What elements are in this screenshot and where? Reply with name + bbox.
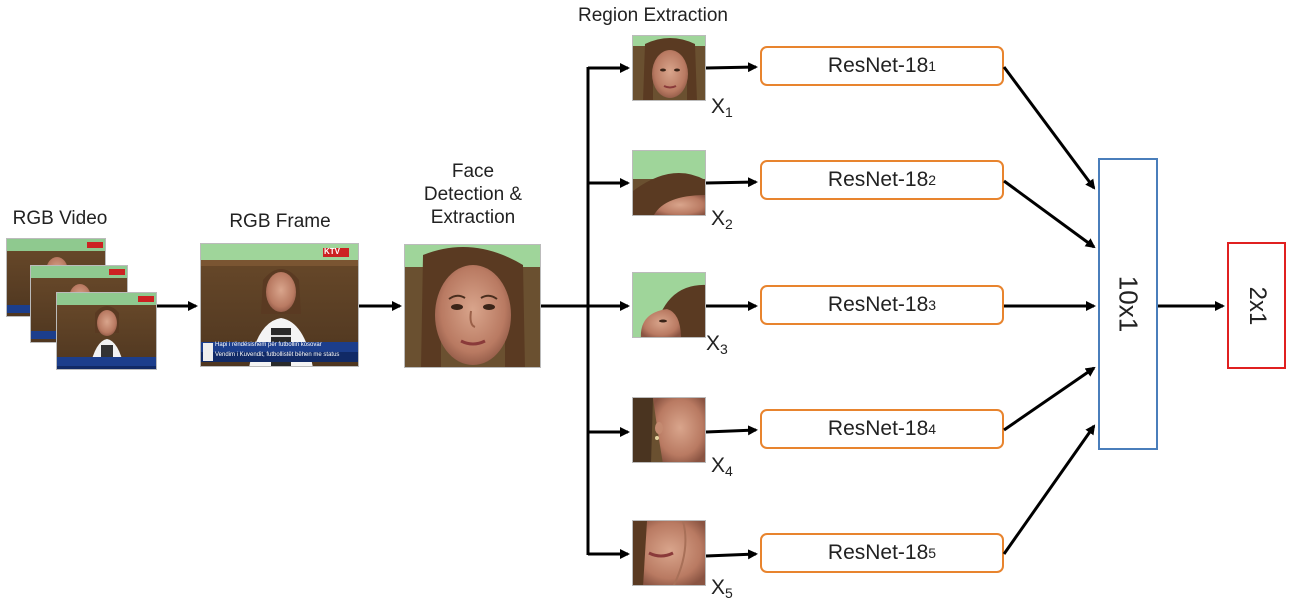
- face-detection-line-1: Face: [451, 161, 495, 182]
- channel-logo: KTV: [324, 247, 340, 256]
- rgb-frame-label: RGB Frame: [229, 211, 331, 232]
- arrow-crop-1-to-resnet-1: [705, 62, 758, 73]
- region-label-5: X5: [711, 576, 733, 601]
- arrow-resnet-2-to-fusion: [1003, 179, 1096, 249]
- region-crop-5: [632, 520, 706, 586]
- region-crop-1: [632, 35, 706, 101]
- rgb-frame-image: KTV Hapi i rëndësishëm për futbollin kos…: [200, 243, 359, 367]
- video-frame-front: [56, 292, 157, 370]
- region-extraction-label: Region Extraction: [578, 5, 728, 26]
- face-detection-label: Face Detection & Extraction: [400, 160, 546, 229]
- face-crop-image: [404, 244, 541, 368]
- region-crop-4: [632, 397, 706, 463]
- output-layer-box: 2x1: [1227, 242, 1286, 369]
- arrow-resnet-4-to-fusion: [1003, 366, 1096, 432]
- region-crop-3: [632, 272, 706, 338]
- caption-line-1: Hapi i rëndësishëm për futbollin kosovar: [215, 342, 322, 348]
- region-label-1: X1: [711, 95, 733, 120]
- region-label-3: X3: [706, 332, 728, 357]
- arrow-crop-2-to-resnet-2: [705, 177, 758, 188]
- region-label-2: X2: [711, 207, 733, 232]
- region-label-4: X4: [711, 454, 733, 479]
- arrow-resnet-1-to-fusion: [1002, 66, 1096, 190]
- arrow-resnet-5-to-fusion: [1002, 424, 1096, 555]
- rgb-video-label: RGB Video: [12, 208, 108, 229]
- arrow-crop-4-to-resnet-4: [705, 425, 758, 436]
- caption-line-2: Vendim i Kuvendit, futbollistët bëhen me…: [215, 352, 340, 358]
- arrow-crop-5-to-resnet-5: [705, 549, 758, 560]
- fusion-layer-box: 10x1: [1098, 158, 1158, 450]
- region-crop-2: [632, 150, 706, 216]
- face-detection-line-2: Detection &: [423, 184, 523, 205]
- face-detection-line-3: Extraction: [430, 207, 516, 228]
